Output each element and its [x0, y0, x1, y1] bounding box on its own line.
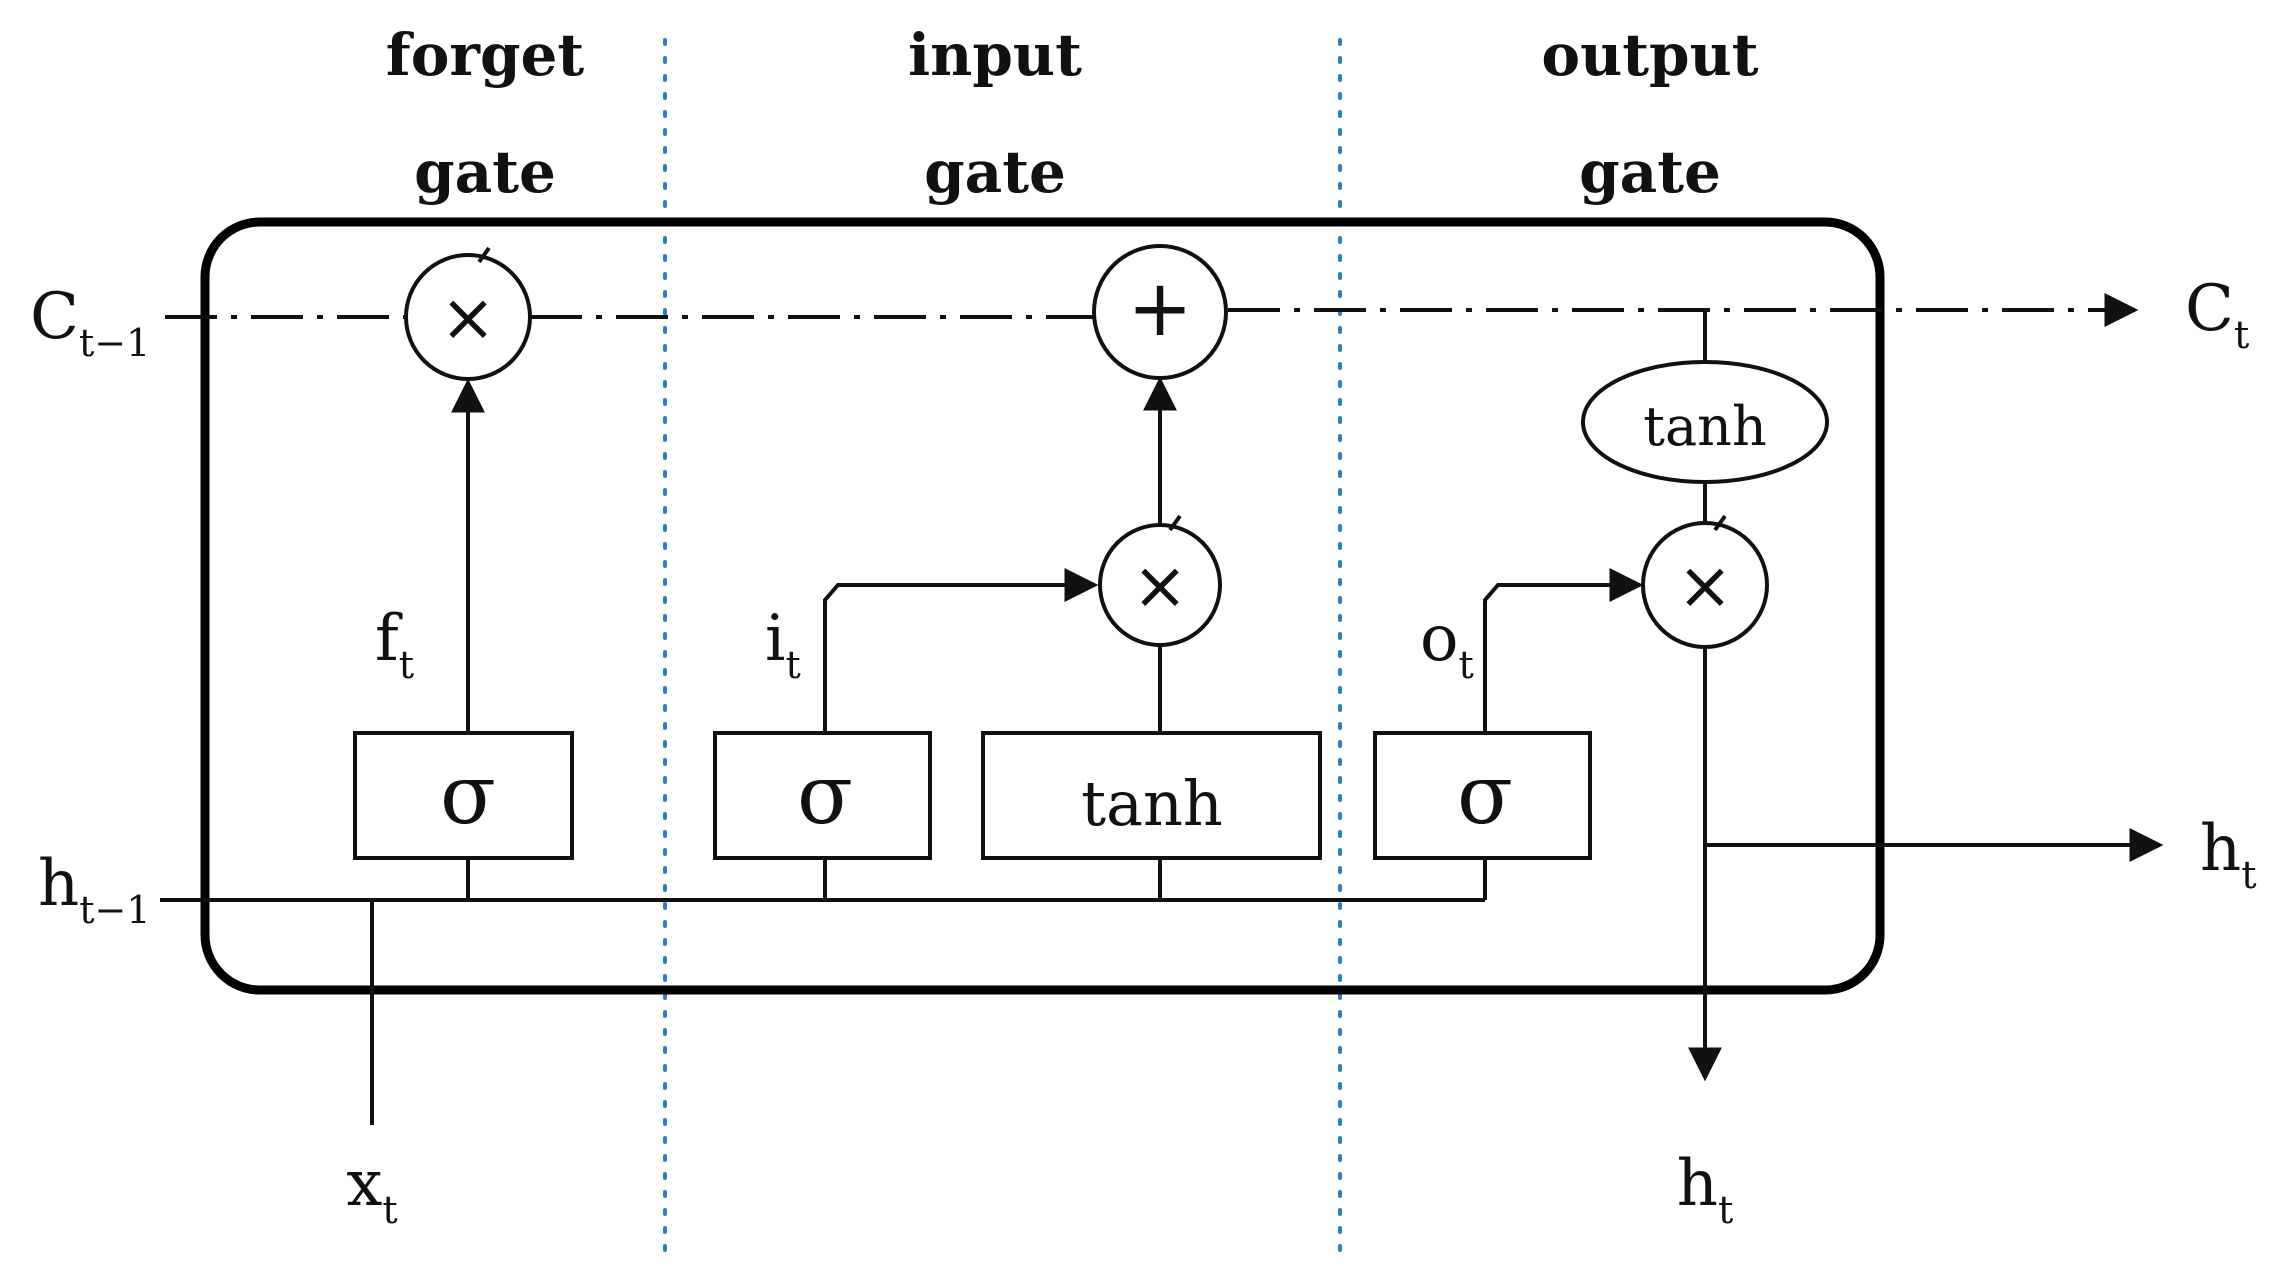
cell-tanh-label: tanh [1643, 395, 1766, 458]
forget-multiply-node [404, 253, 532, 381]
forget-sigma-block [353, 731, 574, 860]
input-gate-path [823, 568, 1099, 733]
input-sigma-label: σ [797, 748, 853, 843]
output-multiply-symbol: × [1677, 547, 1732, 624]
input-sigma-block [713, 731, 932, 860]
output-sigma-label: σ [1457, 748, 1513, 843]
output-gate-title-line2: gate [1579, 138, 1721, 206]
cell-add-node [1092, 244, 1228, 380]
i-gate-label: it [765, 602, 801, 687]
x-input-label: xt [346, 1147, 397, 1232]
forget-gate-title-line1: forget [386, 21, 585, 89]
forget-multiply-symbol: × [440, 279, 495, 356]
input-multiply-symbol: × [1132, 547, 1187, 624]
input-multiply-tick [1168, 514, 1182, 532]
output-sigma-block [1373, 731, 1592, 860]
h-next-bottom-label: ht [1677, 1147, 1734, 1232]
c-prev-label: Ct−1 [30, 280, 150, 365]
candidate-tanh-block [981, 731, 1322, 860]
output-gate-path [1483, 568, 1644, 733]
forget-sigma-label: σ [440, 748, 496, 843]
forget-gate-title-line2: gate [414, 138, 556, 206]
lstm-cell-boundary [200, 217, 1885, 995]
input-gate-title-line2: gate [924, 138, 1066, 206]
output-multiply-tick [1713, 514, 1727, 532]
h-prev-label: ht−1 [38, 847, 151, 932]
forget-multiply-tick [477, 246, 491, 264]
cell-add-symbol: + [1127, 264, 1192, 354]
candidate-tanh-label: tanh [1081, 767, 1223, 840]
h-next-right-label: ht [2200, 812, 2257, 897]
o-gate-label: ot [1420, 602, 1474, 687]
input-gate-title-line1: input [908, 21, 1082, 89]
f-gate-label: ft [375, 602, 414, 687]
output-gate-title-line1: output [1541, 21, 1758, 89]
c-next-label: Ct [2185, 272, 2249, 357]
